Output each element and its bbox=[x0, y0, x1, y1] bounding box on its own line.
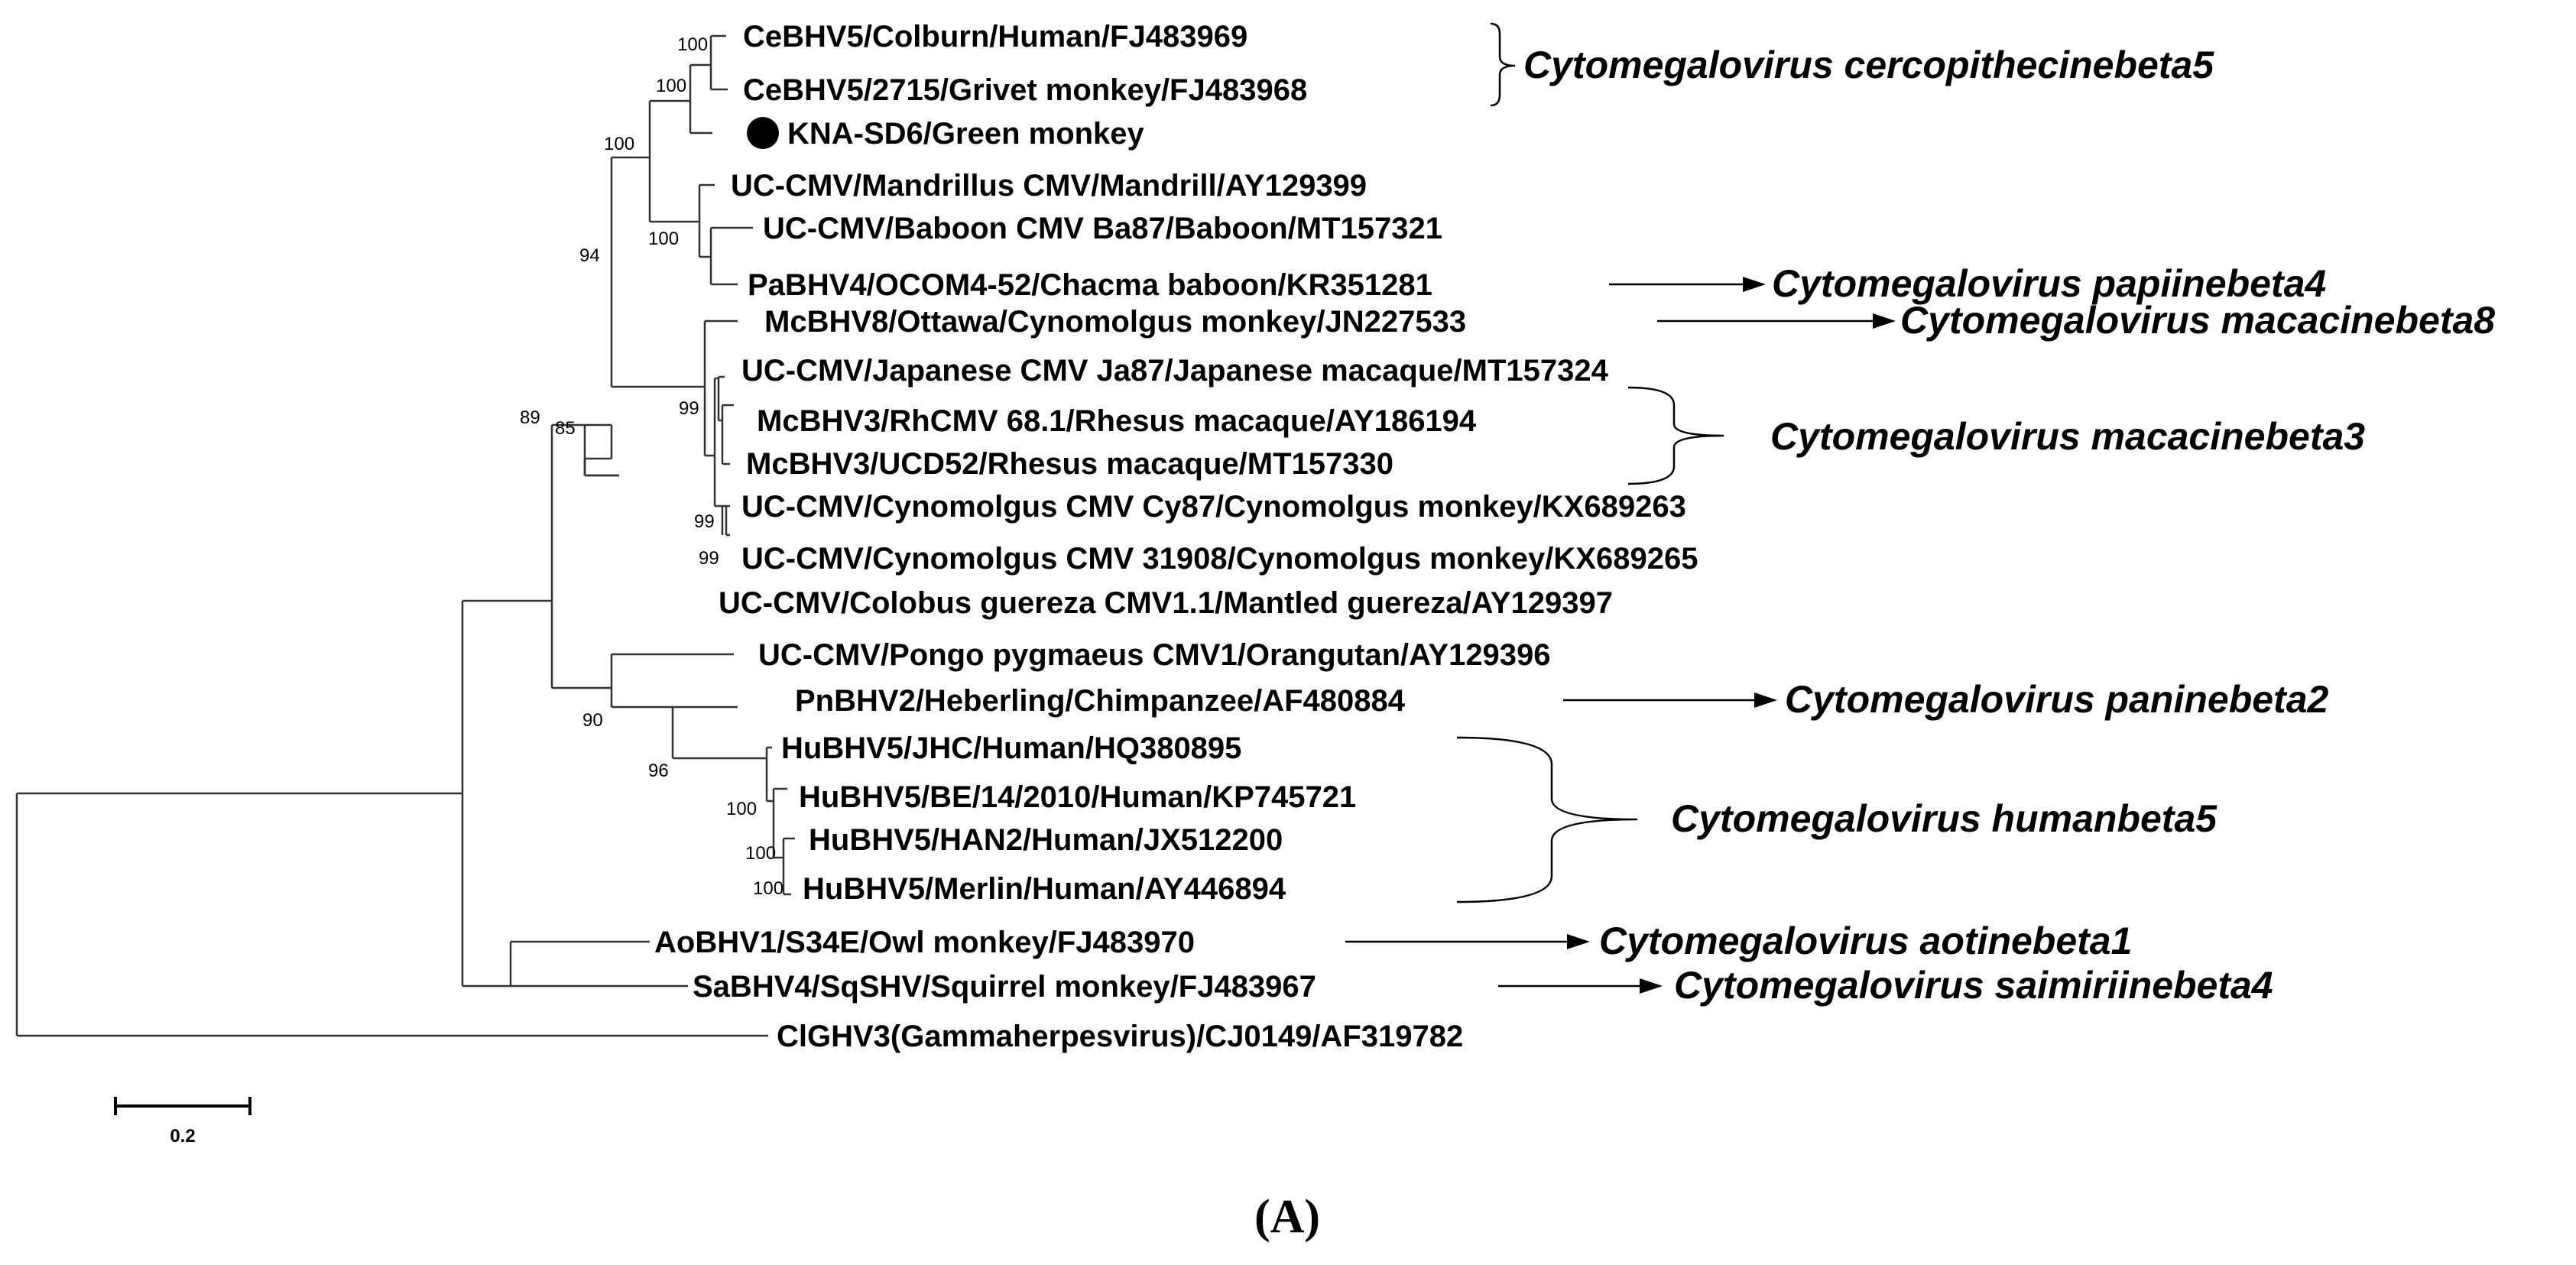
bootstrap-value: 90 bbox=[582, 710, 603, 731]
tip-label: PnBHV2/Heberling/Chimpanzee/AF480884 bbox=[795, 684, 1406, 718]
tip-labels: CeBHV5/Colburn/Human/FJ483969 CeBHV5/271… bbox=[654, 20, 1698, 1053]
clade-label: Cytomegalovirus cercopithecinebeta5 bbox=[1523, 44, 2214, 86]
tip-label: HuBHV5/HAN2/Human/JX512200 bbox=[809, 823, 1283, 857]
arrowhead bbox=[1640, 978, 1663, 994]
tip-label: KNA-SD6/Green monkey bbox=[787, 117, 1145, 151]
tip-label: HuBHV5/Merlin/Human/AY446894 bbox=[803, 872, 1286, 906]
bootstrap-value: 99 bbox=[694, 511, 715, 532]
tip-label: McBHV3/UCD52/Rhesus macaque/MT157330 bbox=[746, 447, 1393, 481]
bootstrap-value: 96 bbox=[648, 761, 669, 781]
tip-label: HuBHV5/JHC/Human/HQ380895 bbox=[781, 731, 1241, 765]
bootstrap-value: 100 bbox=[677, 34, 708, 55]
tip-label: ClGHV3(Gammaherpesvirus)/CJ0149/AF319782 bbox=[777, 1020, 1463, 1053]
scale-bar: 0.2 bbox=[114, 1097, 251, 1147]
clade-label: Cytomegalovirus paninebeta2 bbox=[1785, 678, 2328, 721]
clade-brace bbox=[1627, 386, 1724, 485]
bootstrap-value: 100 bbox=[604, 134, 634, 154]
bootstrap-value: 85 bbox=[555, 418, 576, 439]
bootstrap-value: 100 bbox=[753, 878, 784, 899]
bootstrap-value: 100 bbox=[745, 843, 776, 864]
tip-label: SaBHV4/SqSHV/Squirrel monkey/FJ483967 bbox=[693, 970, 1316, 1004]
tip-label: UC-CMV/Cynomolgus CMV 31908/Cynomolgus m… bbox=[741, 542, 1698, 576]
clade-brace bbox=[1456, 736, 1638, 903]
bootstrap-values: 100 100 100 100 94 99 99 99 85 89 90 96 … bbox=[520, 34, 784, 899]
bootstrap-value: 100 bbox=[648, 229, 679, 249]
arrowhead bbox=[1873, 313, 1896, 329]
arrowhead bbox=[1567, 934, 1590, 949]
tree-branches bbox=[15, 34, 795, 1037]
clade-label: Cytomegalovirus aotinebeta1 bbox=[1599, 920, 2132, 962]
bootstrap-value: 100 bbox=[726, 799, 757, 819]
clade-label: Cytomegalovirus saimiriinebeta4 bbox=[1674, 964, 2273, 1007]
tip-label: PaBHV4/OCOM4-52/Chacma baboon/KR351281 bbox=[748, 268, 1432, 302]
tip-label: McBHV3/RhCMV 68.1/Rhesus macaque/AY18619… bbox=[757, 404, 1477, 438]
tip-label: UC-CMV/Baboon CMV Ba87/Baboon/MT157321 bbox=[763, 212, 1442, 245]
clade-label: Cytomegalovirus humanbeta5 bbox=[1671, 797, 2218, 840]
bootstrap-value: 99 bbox=[679, 398, 699, 419]
scale-bar-label: 0.2 bbox=[170, 1126, 195, 1147]
clade-label: Cytomegalovirus papiinebeta4 bbox=[1772, 262, 2326, 305]
arrowhead bbox=[1754, 693, 1777, 708]
tip-label: UC-CMV/Japanese CMV Ja87/Japanese macaqu… bbox=[741, 354, 1609, 388]
clade-label: Cytomegalovirus macacinebeta8 bbox=[1900, 299, 2495, 342]
clade-annotations: Cytomegalovirus cercopithecinebeta5 Cyto… bbox=[1345, 22, 2495, 1007]
tip-label: HuBHV5/BE/14/2010/Human/KP745721 bbox=[799, 780, 1356, 814]
tip-label: AoBHV1/S34E/Owl monkey/FJ483970 bbox=[654, 926, 1195, 959]
tip-label: UC-CMV/Cynomolgus CMV Cy87/Cynomolgus mo… bbox=[741, 490, 1686, 524]
tip-label: UC-CMV/Mandrillus CMV/Mandrill/AY129399 bbox=[731, 169, 1367, 203]
arrowhead bbox=[1743, 277, 1766, 292]
tip-label: McBHV8/Ottawa/Cynomolgus monkey/JN227533 bbox=[764, 305, 1466, 339]
tip-label: UC-CMV/Colobus guereza CMV1.1/Mantled gu… bbox=[719, 586, 1613, 620]
tip-label: UC-CMV/Pongo pygmaeus CMV1/Orangutan/AY1… bbox=[758, 638, 1551, 672]
tip-label: CeBHV5/Colburn/Human/FJ483969 bbox=[743, 20, 1247, 54]
bootstrap-value: 100 bbox=[656, 76, 686, 96]
bootstrap-value: 99 bbox=[699, 548, 719, 569]
clade-brace bbox=[1490, 22, 1516, 107]
tip-label: CeBHV5/2715/Grivet monkey/FJ483968 bbox=[743, 73, 1307, 107]
bootstrap-value: 94 bbox=[579, 245, 600, 266]
clade-label: Cytomegalovirus macacinebeta3 bbox=[1770, 415, 2365, 458]
study-sample-marker bbox=[747, 117, 779, 149]
panel-label: (A) bbox=[1254, 1191, 1320, 1243]
bootstrap-value: 89 bbox=[520, 407, 540, 428]
